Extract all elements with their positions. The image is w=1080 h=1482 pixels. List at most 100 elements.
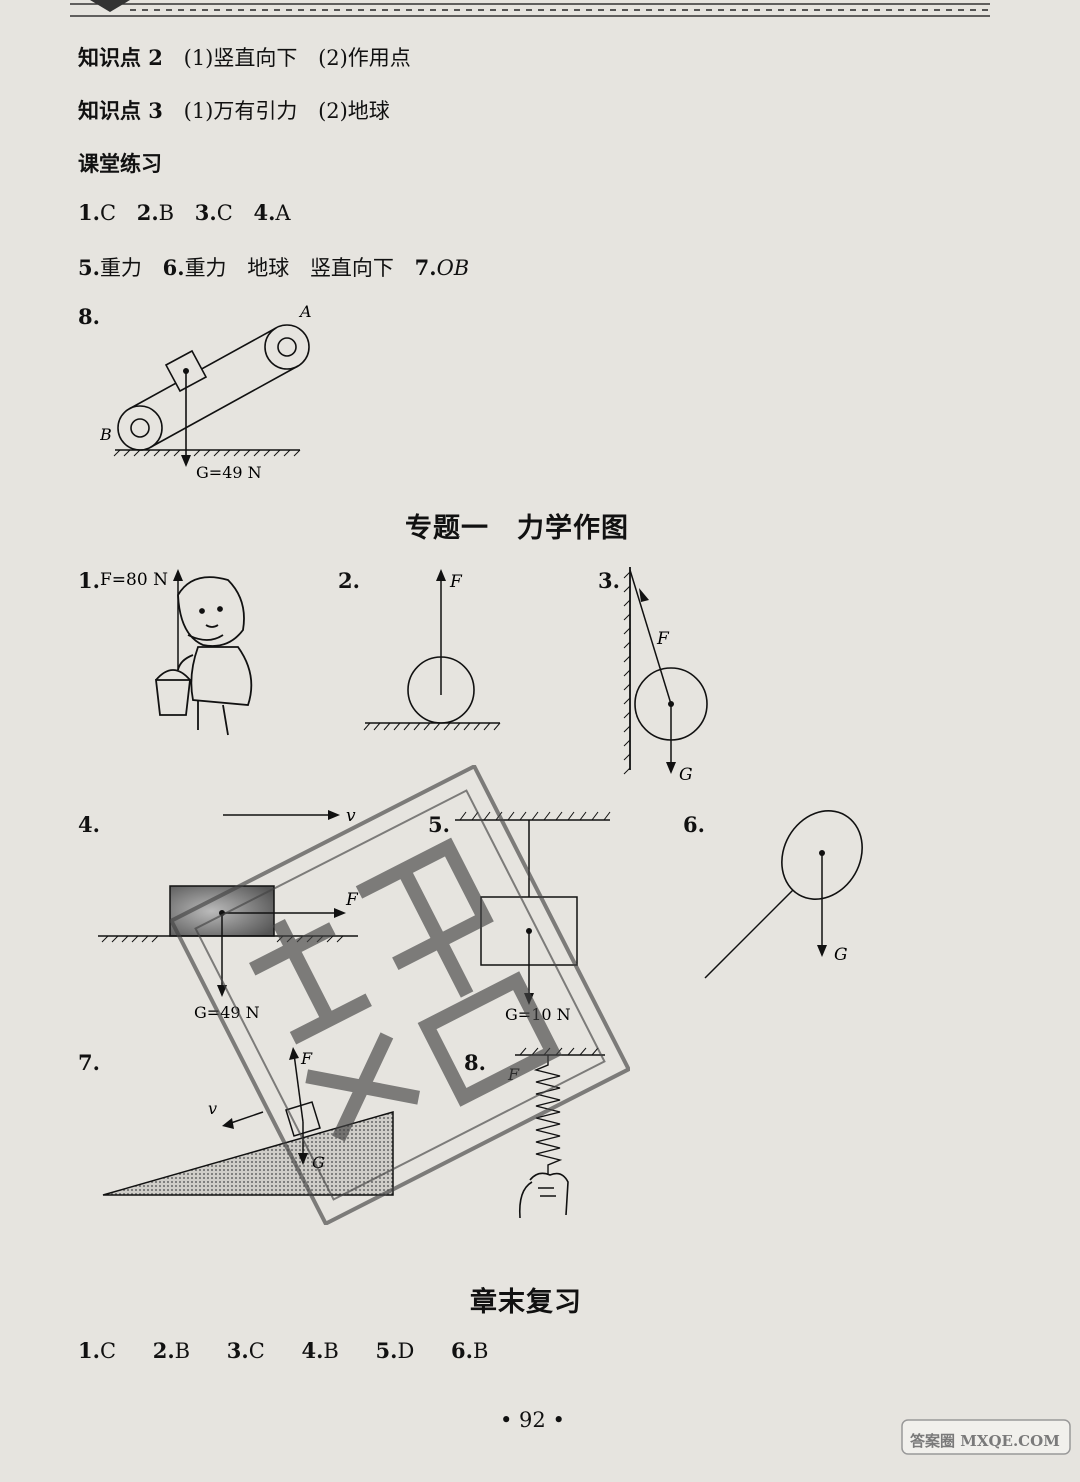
rope <box>629 569 672 705</box>
d4-velocity-arrowhead <box>328 810 340 820</box>
gravity-arrowhead <box>181 455 191 467</box>
d8-number: 8. <box>464 1050 486 1075</box>
answer: C <box>99 201 117 225</box>
support-rod <box>704 889 794 979</box>
answer-num: 5. <box>78 255 100 280</box>
d6-diagram: G <box>704 810 863 979</box>
d2-arrowhead <box>436 569 446 581</box>
header-decoration <box>70 0 990 17</box>
practice-title: 课堂练习 <box>78 151 162 176</box>
answer-num: 1. <box>78 1338 100 1363</box>
d4-force-f-label: F <box>345 890 359 910</box>
answer-num: 3. <box>226 1338 249 1363</box>
answer: 地球 <box>247 256 290 280</box>
q8-conveyor-diagram: A B G=49 N <box>100 302 312 482</box>
d7-number: 7. <box>78 1050 100 1075</box>
ellipse-object <box>781 810 863 900</box>
watermark-text: 答案圈 MXQE.COM <box>910 1432 1060 1450</box>
d2-ground-hatch <box>363 722 501 731</box>
knowledge-item: (1)万有引力 <box>183 99 298 123</box>
d4-number: 4. <box>78 812 100 837</box>
answer: C <box>216 201 233 225</box>
knowledge-line-2: 知识点 2 (1)竖直向下 (2)作用点 <box>78 42 411 72</box>
d3-force-f-label: F <box>656 629 670 649</box>
d2-force-label: F <box>449 572 463 592</box>
conveyor-belt <box>117 324 310 451</box>
hand-icon <box>518 1172 569 1219</box>
d4-friction-arrowhead <box>334 908 346 918</box>
label-a: A <box>298 302 312 321</box>
d7-force-f-label: F <box>300 1049 313 1068</box>
d5-number: 5. <box>428 812 450 837</box>
answer-num: 7. <box>414 255 437 280</box>
stamp-frame-outer <box>170 765 630 1225</box>
review-answers-row: 1.C 2.B 3.C 4.B 5.D 6.B <box>78 1338 488 1363</box>
chapter-title: 章末复习 <box>470 1287 582 1318</box>
d1-force-label: F=80 N <box>100 570 168 590</box>
answer: 重力 <box>99 256 142 280</box>
d7-velocity-arrowhead <box>222 1118 234 1129</box>
answer: B <box>472 1339 489 1363</box>
ground-hatch <box>113 449 301 457</box>
answer: C <box>99 1339 117 1363</box>
answer-num: 2. <box>136 200 159 225</box>
d3-gravity-arrowhead <box>666 762 676 774</box>
d7-velocity-arrow <box>227 1111 264 1125</box>
knowledge-label: 知识点 3 <box>78 98 163 123</box>
d3-number: 3. <box>598 568 620 593</box>
d3-diagram: F G <box>623 567 708 785</box>
answer: C <box>248 1339 265 1363</box>
answer: D <box>397 1339 415 1363</box>
knowledge-line-3: 知识点 3 (1)万有引力 (2)地球 <box>78 95 390 125</box>
gravity-label: G=49 N <box>196 463 262 482</box>
stamp-frame-inner <box>194 789 606 1201</box>
answer: B <box>158 201 175 225</box>
stamp-overlay <box>170 765 630 1225</box>
watermark-logo: 答案圈 MXQE.COM <box>900 1418 1075 1478</box>
d7-normal-arrow <box>293 1053 304 1123</box>
spring <box>533 1055 563 1175</box>
knowledge-item: (1)竖直向下 <box>183 46 298 70</box>
knowledge-item: (2)作用点 <box>318 46 411 70</box>
answer: A <box>275 201 291 225</box>
d1-arrowhead <box>173 569 183 581</box>
d6-number: 6. <box>683 812 705 837</box>
bucket-icon <box>154 669 192 716</box>
answer: 重力 <box>184 256 227 280</box>
answer-num: 6. <box>162 255 185 280</box>
answer-num: 1. <box>78 200 100 225</box>
girl-figure <box>177 576 253 736</box>
practice-answers-row1: 1.C 2.B 3.C 4.A <box>78 200 291 225</box>
d7-velocity-label: v <box>208 1099 217 1118</box>
label-b: B <box>100 425 112 444</box>
answer-num: 3. <box>194 200 217 225</box>
header-band <box>70 0 990 18</box>
d6-gravity-arrowhead <box>817 945 827 957</box>
wall-hatch <box>623 571 631 775</box>
answer-num: 4. <box>253 200 276 225</box>
d4-velocity-label: v <box>346 806 356 826</box>
answer: B <box>174 1339 191 1363</box>
d7-gravity-arrowhead <box>298 1153 308 1165</box>
d6-force-g-label: G <box>834 945 848 965</box>
d1-number: 1. <box>78 568 100 593</box>
answer-num: 6. <box>451 1338 473 1363</box>
knowledge-label: 知识点 2 <box>78 45 163 70</box>
stamp-glyph <box>249 837 562 1142</box>
answer-num: 5. <box>375 1338 398 1363</box>
topic-title: 专题一 力学作图 <box>405 513 629 544</box>
q8-number: 8. <box>78 304 100 329</box>
d7-normal-arrowhead <box>289 1047 299 1060</box>
answer: OB <box>436 256 470 280</box>
d2-diagram: F <box>363 569 501 731</box>
answer: B <box>323 1339 339 1363</box>
d4-force-g-label: G=49 N <box>194 1003 260 1022</box>
watermark-graphic: 答案圈 MXQE.COM <box>901 1419 1071 1455</box>
d3-force-g-label: G <box>679 765 693 785</box>
d7-force-g-label: G <box>312 1153 325 1172</box>
practice-answers-row2: 5.重力 6.重力 地球 竖直向下 7.OB <box>78 252 469 282</box>
knowledge-item: (2)地球 <box>318 99 390 123</box>
d2-number: 2. <box>338 568 360 593</box>
d1-diagram: F=80 N <box>100 569 253 736</box>
answer: 竖直向下 <box>309 256 394 280</box>
